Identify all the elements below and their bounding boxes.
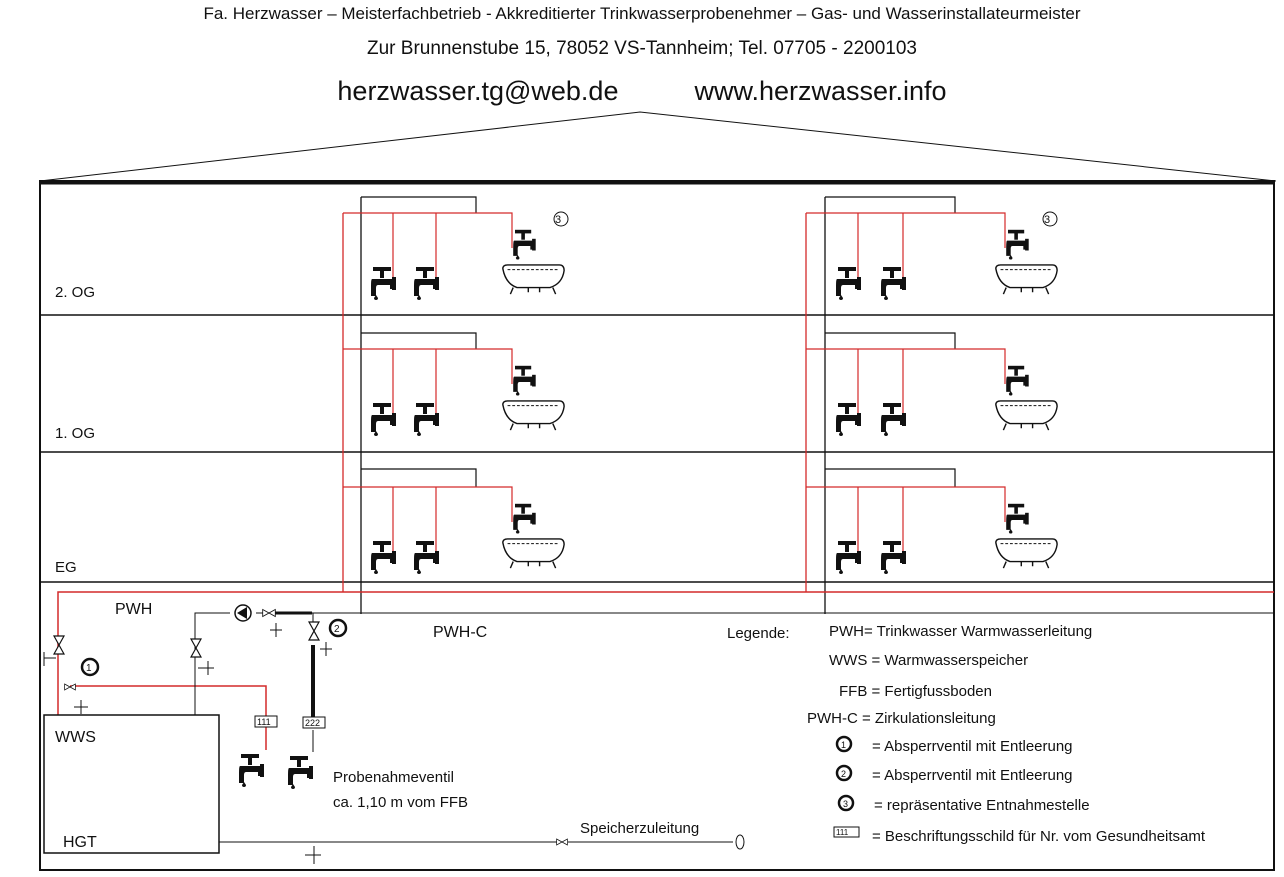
hgt-label: HGT [63, 834, 97, 851]
check-valve-icon[interactable] [262, 608, 276, 618]
legend-symbol: 111 [836, 828, 849, 837]
basement-piping [43, 591, 1274, 864]
pwh-branch [343, 486, 513, 554]
faucet-icon[interactable] [881, 403, 906, 436]
legend-symbol: 2 [841, 769, 846, 779]
apartment-units [342, 196, 1058, 614]
sample-branch-111 [70, 685, 267, 750]
supply-valve-icon[interactable] [556, 838, 568, 846]
contact-line: herzwasser.tg@web.de www.herzwasser.info [0, 76, 1284, 107]
shutoff-valve-1-icon[interactable] [64, 683, 76, 691]
website-link[interactable]: www.herzwasser.info [694, 76, 947, 106]
bath-faucet-icon[interactable] [1006, 503, 1029, 534]
shutoff-valve-icon[interactable] [53, 635, 65, 655]
faucet-icon[interactable] [371, 403, 396, 436]
tag-111-text: 111 [257, 717, 271, 727]
faucet-icon[interactable] [881, 541, 906, 574]
bath-faucet-icon[interactable] [513, 503, 536, 534]
sample-faucet-icon[interactable] [239, 754, 264, 787]
tag-222 [302, 716, 326, 729]
circulation-loop [825, 468, 956, 487]
wws-label: WWS [55, 729, 96, 746]
legend-item: = Beschriftungsschild für Nr. vom Gesund… [872, 828, 1206, 845]
pwh-branch [806, 348, 1006, 416]
circulation-pump-icon[interactable] [234, 604, 252, 622]
bathtub-icon [502, 538, 565, 569]
pwh-branch [343, 348, 513, 416]
legend: Legende: PWH= Trinkwasser Warmwasserleit… [727, 623, 1206, 845]
legend-symbol: 1 [841, 740, 846, 750]
bath-faucet-icon[interactable] [1006, 229, 1029, 260]
supply-label: Speicherzuleitung [580, 820, 699, 837]
sample-height-label: ca. 1,10 m vom FFB [333, 794, 468, 811]
legend-title: Legende: [727, 625, 790, 642]
bathtub-icon [995, 538, 1058, 569]
floor-label-1og: 1. OG [55, 425, 95, 442]
circulation-loop [361, 332, 477, 349]
bathtub-icon [995, 264, 1058, 295]
sample-faucet-icon[interactable] [288, 756, 313, 789]
tag-222-text: 222 [305, 718, 320, 728]
marker-3-right: 3 [1044, 214, 1050, 226]
marker-3-circle-icon [1042, 211, 1058, 227]
sample-valve-label: Probenahmeventil [333, 769, 454, 786]
faucet-icon[interactable] [836, 403, 861, 436]
faucet-icon[interactable] [371, 267, 396, 300]
circulation-loop [825, 332, 956, 349]
marker-2-circle-icon [328, 618, 348, 638]
faucet-icon[interactable] [836, 541, 861, 574]
legend-symbol: 3 [843, 799, 848, 809]
legend-item: = Absperrventil mit Entleerung [872, 738, 1073, 755]
faucet-icon[interactable] [414, 541, 439, 574]
address-line: Zur Brunnenstube 15, 78052 VS-Tannheim; … [367, 38, 917, 59]
circulation-loop [825, 196, 956, 213]
pwh-label: PWH [115, 601, 152, 618]
pwh-c-label: PWH-C [433, 624, 487, 641]
company-line: Fa. Herzwasser – Meisterfachbetrieb - Ak… [203, 4, 1081, 23]
shutoff-valve-icon[interactable] [190, 638, 202, 658]
marker-1: 1 [86, 663, 92, 674]
bathtub-icon [995, 400, 1058, 431]
drain-crosses [43, 623, 332, 864]
legend-item: PWH-C = Zirkulationsleitung [807, 710, 996, 727]
marker-3-left: 3 [555, 214, 561, 226]
faucet-icon[interactable] [414, 403, 439, 436]
building-outline [39, 111, 1277, 871]
marker-1-circle-icon [80, 657, 100, 677]
circulation-loop [361, 196, 477, 213]
legend-item: = Absperrventil mit Entleerung [872, 767, 1073, 784]
circulation-loop [361, 468, 477, 487]
pwh-branch [343, 212, 513, 280]
marker-3-circle-icon [553, 211, 569, 227]
pwh-branch [806, 486, 1006, 554]
floor-label-eg: EG [55, 559, 77, 576]
marker-2: 2 [334, 624, 340, 635]
email-link[interactable]: herzwasser.tg@web.de [337, 76, 619, 106]
faucet-icon[interactable] [371, 541, 396, 574]
shutoff-valve-2-icon[interactable] [308, 621, 320, 641]
legend-marker-2-icon [835, 764, 853, 782]
legend-marker-1-icon [835, 735, 853, 753]
pwh-branch [806, 212, 1006, 280]
legend-marker-3-icon [837, 794, 855, 812]
pwh-main-line [57, 591, 1274, 715]
bathtub-icon [502, 264, 565, 295]
legend-item: WWS = Warmwasserspeicher [829, 652, 1028, 669]
faucet-icon[interactable] [836, 267, 861, 300]
faucet-icon[interactable] [414, 267, 439, 300]
bath-faucet-icon[interactable] [513, 229, 536, 260]
floor-label-2og: 2. OG [55, 284, 95, 301]
bath-faucet-icon[interactable] [513, 365, 536, 396]
supply-end-icon [735, 834, 745, 850]
bath-faucet-icon[interactable] [1006, 365, 1029, 396]
tag-111 [254, 715, 278, 728]
legend-item: FFB = Fertigfussboden [839, 683, 992, 700]
legend-tag-icon [833, 826, 860, 838]
legend-item: = repräsentative Entnahmestelle [874, 797, 1090, 814]
legend-item: PWH= Trinkwasser Warmwasserleitung [829, 623, 1092, 640]
bathtub-icon [502, 400, 565, 431]
wws-tank [43, 714, 220, 854]
faucet-icon[interactable] [881, 267, 906, 300]
